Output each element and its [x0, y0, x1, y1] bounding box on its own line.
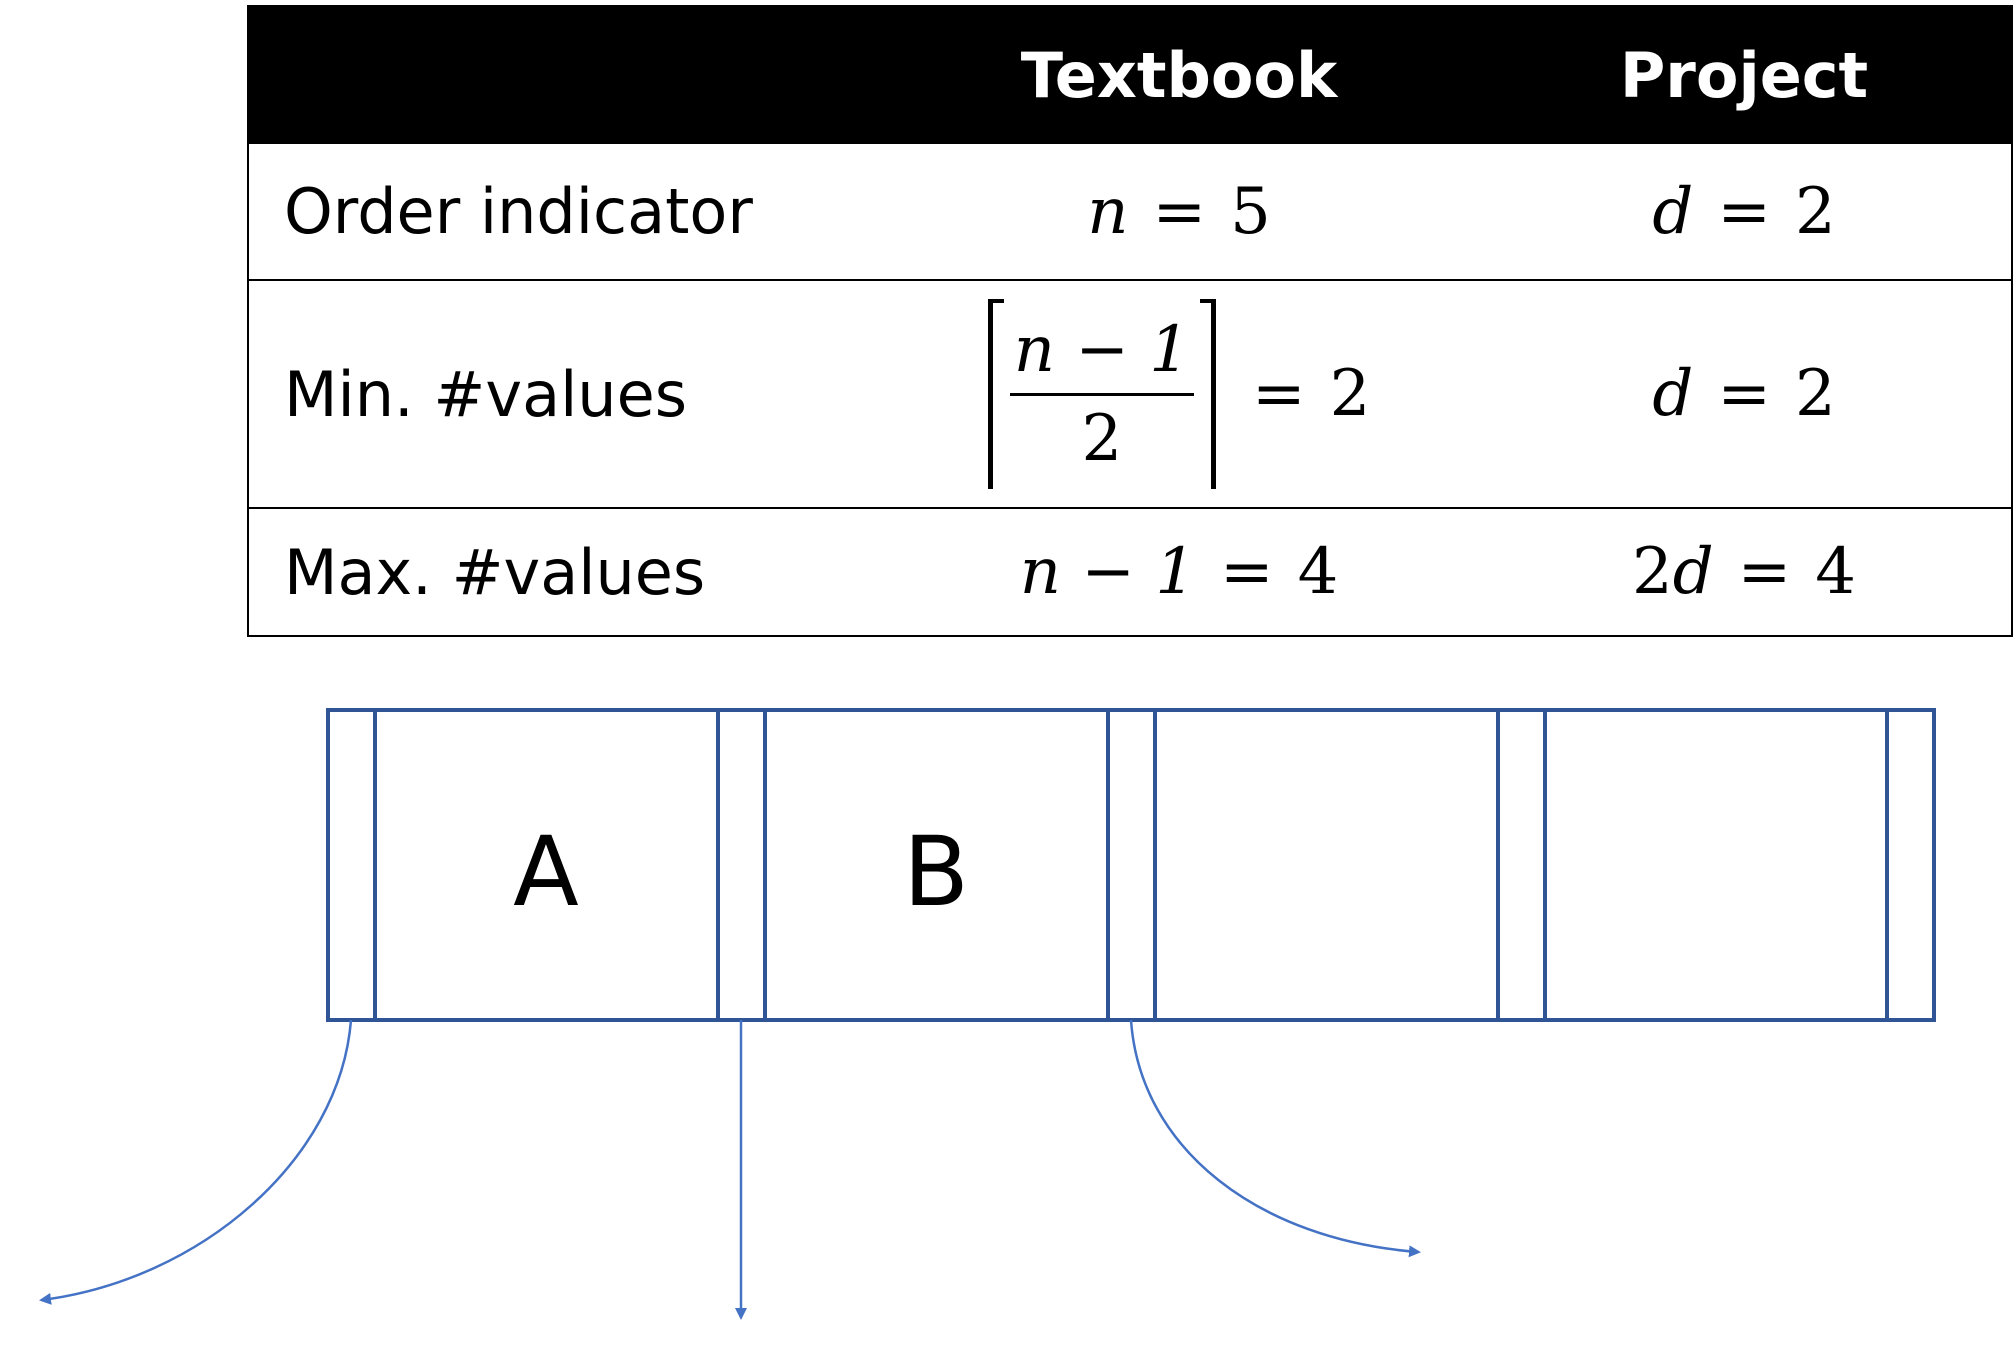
pointer-slot: [716, 708, 767, 1022]
row-label: Min. #values: [284, 357, 688, 431]
header-textbook: Textbook: [1020, 39, 1338, 112]
pointer-slot: [1106, 708, 1157, 1022]
fraction-denominator: 2: [1081, 401, 1123, 476]
textbook-max-formula: n − 1 = 4: [1019, 535, 1339, 609]
ceiling-bracket-left: [987, 299, 1004, 489]
header-project: Project: [1619, 39, 1869, 112]
textbook-order-formula: n = 5: [1087, 174, 1271, 249]
child-pointer-arrow: [39, 1019, 353, 1305]
table-header-row: Textbook Project: [249, 7, 2011, 144]
fraction-line: [1009, 392, 1194, 396]
ceiling-fraction: n − 1 2: [987, 299, 1216, 489]
key-slot: [763, 708, 1110, 1022]
ceiling-bracket-right: [1199, 299, 1216, 489]
pointer-slot: [326, 708, 377, 1022]
pointer-slot: [1496, 708, 1547, 1022]
project-order-formula: d = 2: [1652, 174, 1836, 249]
header-cell-textbook: Textbook: [869, 7, 1489, 144]
table-row-order-indicator: Order indicator n = 5 d = 2: [249, 144, 2011, 281]
node-key-a: A: [513, 816, 579, 928]
row-label: Max. #values: [284, 535, 706, 609]
comparison-table: Textbook Project Order indicator n = 5 d…: [247, 5, 2013, 637]
key-slot: [1153, 708, 1500, 1022]
key-slot: [373, 708, 720, 1022]
table-row-min-values: Min. #values n − 1 2 = 2 d =: [249, 281, 2011, 509]
key-slot: [1543, 708, 1889, 1022]
pointer-slot: [1885, 708, 1936, 1022]
project-min-formula: d = 2: [1652, 357, 1836, 431]
node-key-b: B: [903, 816, 969, 928]
textbook-min-formula: n − 1 2 = 2: [987, 299, 1370, 489]
row-label: Order indicator: [284, 175, 753, 248]
fraction-numerator: n − 1: [1013, 312, 1190, 387]
header-cell-project: Project: [1529, 7, 1959, 144]
child-pointer-arrow: [1129, 1019, 1421, 1258]
